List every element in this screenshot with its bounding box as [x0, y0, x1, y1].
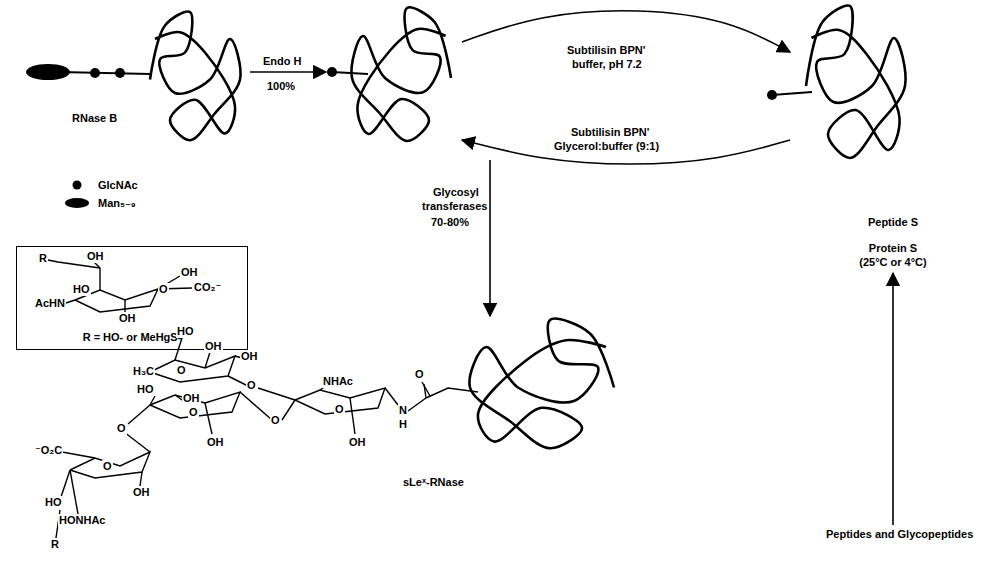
reaction-arrow [489, 160, 491, 316]
reaction-label: 70-80% [430, 216, 470, 229]
atom-label: O [158, 283, 169, 296]
reaction-arrow [462, 140, 790, 164]
legend-swatch [64, 178, 90, 192]
chemical-bond [426, 388, 478, 398]
chemical-bond [70, 470, 78, 514]
node-text: (25°C or 4°C) [838, 256, 948, 270]
glcnac-symbol [90, 68, 100, 78]
glcnac-symbol [115, 68, 125, 78]
atom-label: HO [136, 383, 155, 396]
atom-label: OH [240, 350, 259, 363]
atom-label: OH [182, 392, 201, 405]
atom-label: O [414, 368, 425, 381]
atom-label: R [38, 252, 48, 265]
glcnac-symbol [767, 90, 777, 100]
atom-label: O [188, 406, 199, 419]
atom-label: OH [118, 312, 137, 325]
reaction-label: 100% [266, 80, 296, 93]
atom-label: O [270, 414, 281, 427]
chemical-bond [62, 452, 95, 458]
legend-row: Man₅₋₉ [64, 194, 138, 212]
chemical-bond [205, 352, 210, 368]
chemical-bond [124, 300, 125, 312]
glycan-bond [60, 72, 150, 74]
glycan-bond [332, 72, 368, 74]
reaction-arrow [892, 273, 894, 525]
chemical-bond [385, 388, 398, 405]
atom-label: OH [206, 436, 225, 449]
glcnac-symbol [327, 67, 337, 77]
mannose-symbol [26, 64, 70, 80]
reaction-label: transferases [421, 200, 488, 213]
legend-text: Man₅₋₉ [98, 197, 136, 210]
chemical-bond [66, 300, 75, 303]
atom-label: O [246, 379, 257, 392]
legend-text: GlcNAc [98, 179, 138, 191]
atom-label: R [50, 538, 60, 551]
chemical-bond [240, 392, 272, 420]
chemical-bond [228, 376, 248, 386]
glycan-bond [772, 92, 812, 95]
atom-label: HO [176, 325, 195, 338]
legend: GlcNAcMan₅₋₉ [64, 176, 138, 212]
protein-label: Peptides and Glycopeptides [826, 528, 980, 542]
protein-label: RNase B [72, 112, 132, 126]
atom-label: NHAc [322, 375, 354, 388]
node-text: Peptide S [838, 216, 948, 230]
reaction-label: Glycerol:buffer (9:1) [553, 140, 660, 153]
protein-label: Peptide S Protein S(25°C or 4°C) [838, 216, 948, 269]
chemical-bond [124, 432, 150, 452]
atom-label: HONHAc [58, 514, 106, 527]
atom-label: O [334, 403, 345, 416]
chemical-bond [350, 398, 355, 434]
chemical-bond [99, 268, 100, 290]
chemical-bond [258, 388, 295, 400]
atom-label: N [398, 404, 408, 417]
protein-ribbon [470, 319, 614, 449]
chemical-bond [205, 403, 212, 434]
reaction-label: Subtilisin BPN' [566, 44, 646, 57]
node-text: Protein S [838, 242, 948, 256]
atom-label: HO [72, 283, 91, 296]
legend-swatch [64, 196, 90, 210]
reaction-label: buffer, pH 7.2 [571, 58, 643, 71]
reaction-label: Endo H [262, 55, 303, 68]
chemical-bond [150, 356, 235, 382]
chemical-bond [128, 405, 150, 424]
node-text: RNase B [72, 112, 132, 126]
atom-label: O [102, 460, 113, 473]
atom-label: CO₂⁻ [193, 281, 222, 294]
chemical-bond [282, 400, 295, 420]
atom-label: OH [348, 436, 367, 449]
protein-ribbon [806, 5, 906, 158]
chemical-bond [408, 398, 426, 411]
atom-label: H [398, 418, 408, 431]
reaction-label: Subtilisin BPN' [570, 126, 650, 139]
atom-label: O [116, 422, 127, 435]
legend-row: GlcNAc [64, 176, 138, 194]
atom-label: H₃C [132, 365, 155, 378]
reaction-label: Glycosyl [432, 186, 480, 199]
atom-label: OH [180, 266, 199, 279]
atom-label: O [176, 364, 187, 377]
chemical-bond [140, 472, 142, 486]
protein-ribbon [150, 11, 240, 140]
atom-label: HO [44, 496, 63, 509]
reaction-arrow [250, 71, 326, 73]
atom-label: ⁻O₂C [34, 444, 63, 457]
atom-label: OH [86, 250, 105, 263]
product-label: sLeˣ-RNase [402, 476, 465, 489]
atom-label: OH [132, 486, 151, 499]
atom-label: OH [204, 340, 223, 353]
node-text: Peptides and Glycopeptides [826, 528, 980, 542]
chemical-bond [422, 382, 430, 396]
chemical-bond [150, 396, 155, 405]
atom-label: AcHN [34, 297, 66, 310]
